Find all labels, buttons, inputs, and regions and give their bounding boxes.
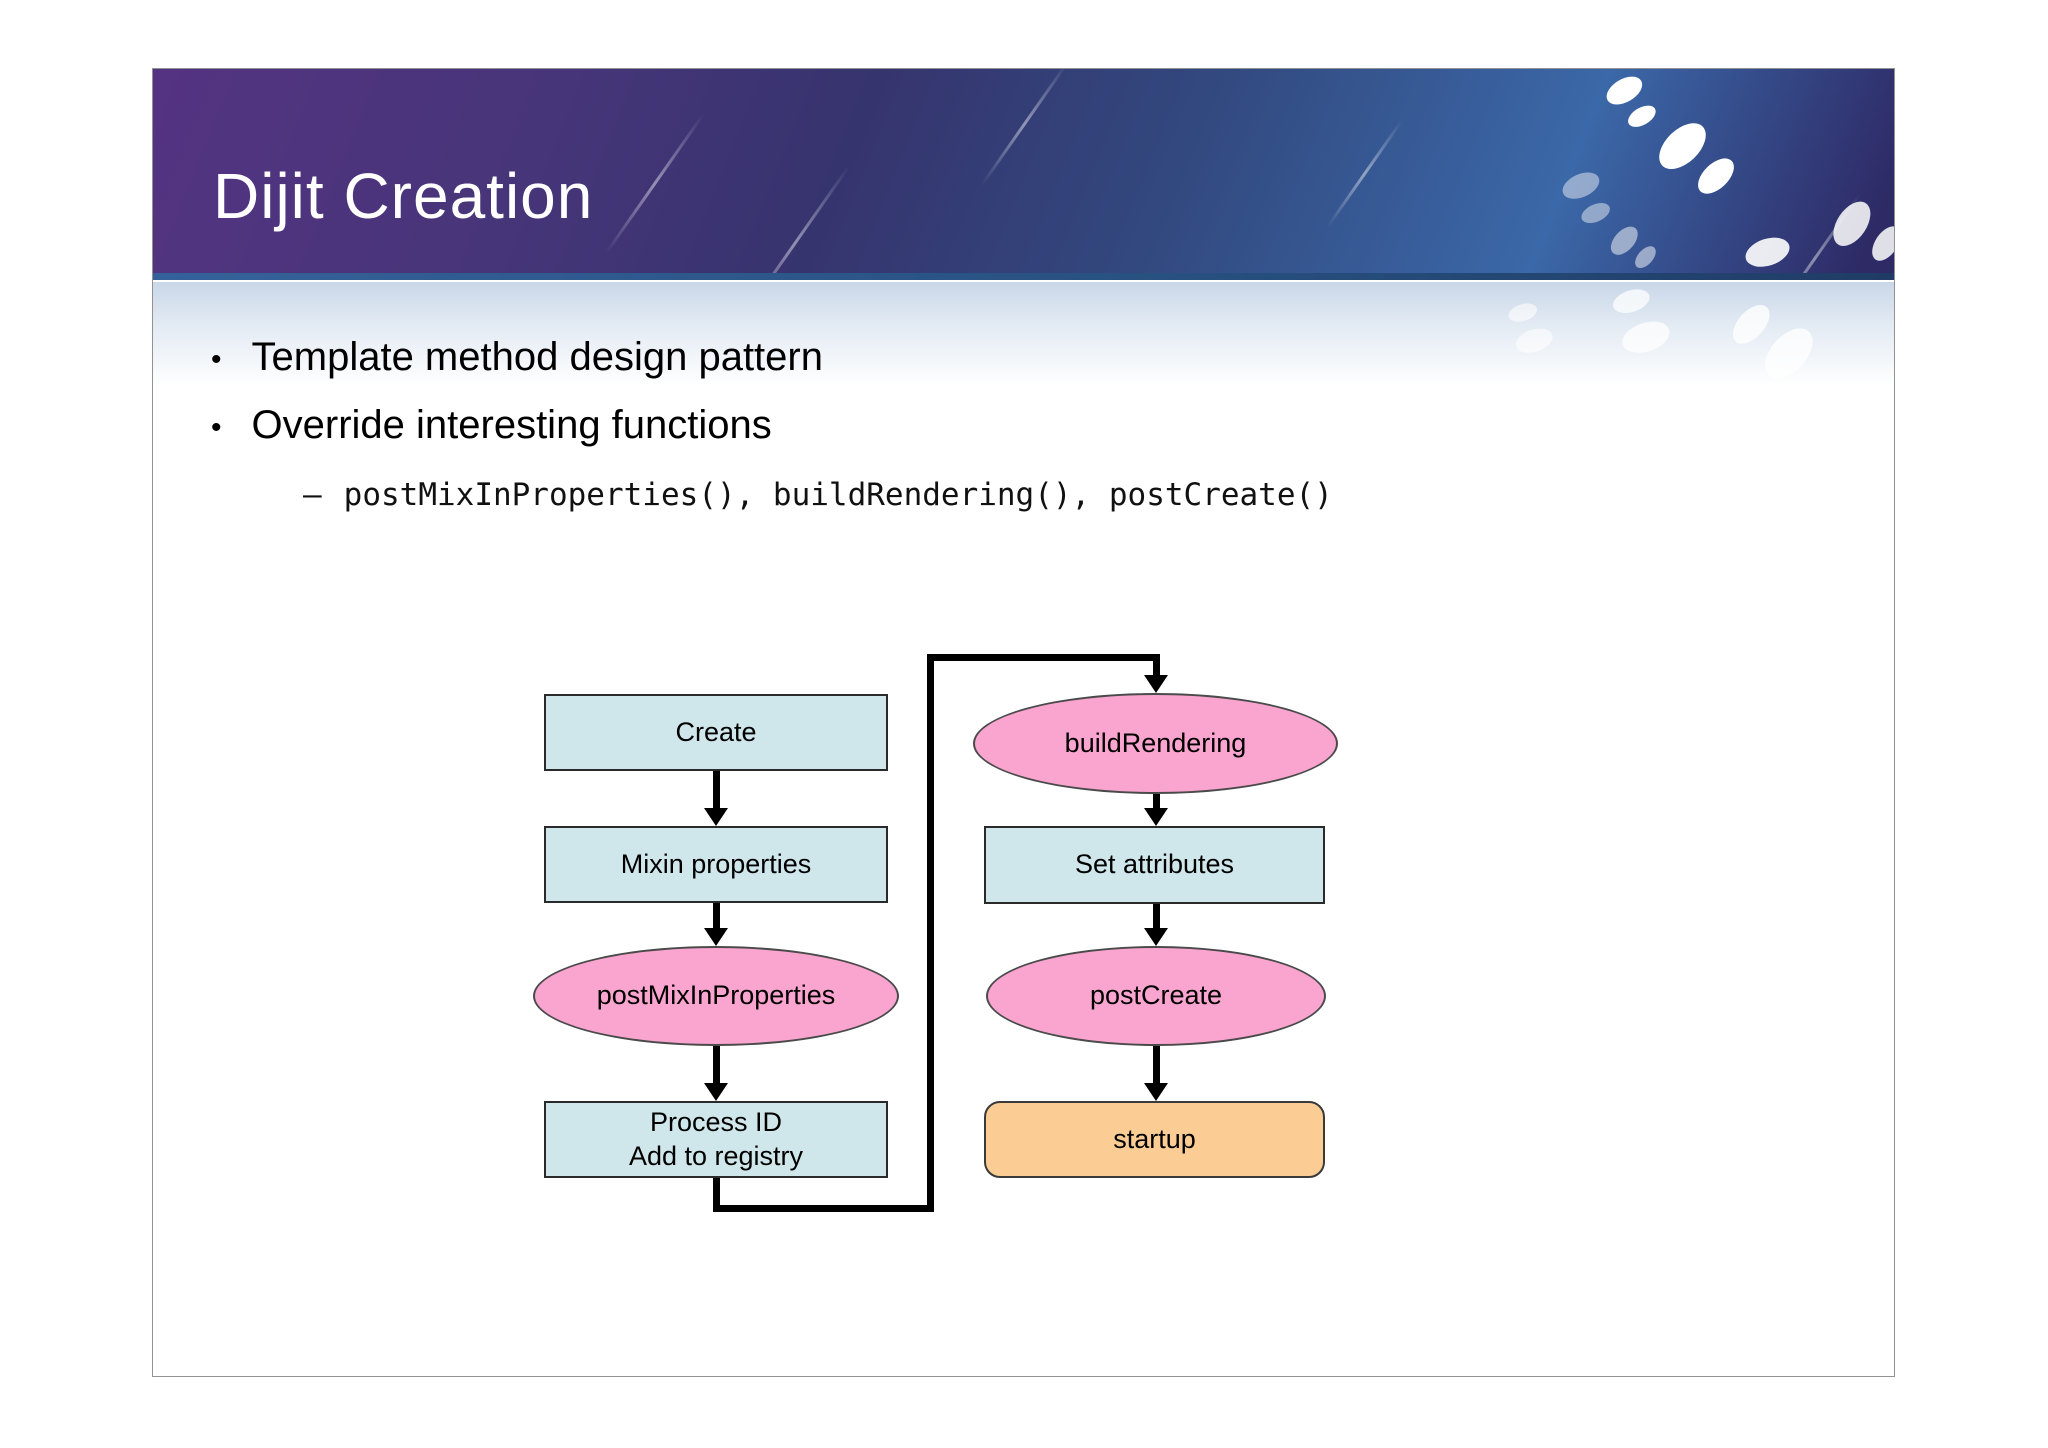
- flowchart: Create Mixin properties postMixInPropert…: [153, 69, 1894, 1376]
- flow-node-postcreate: postCreate: [986, 946, 1326, 1046]
- header-fade-band: [153, 282, 1894, 386]
- flow-node-startup: startup: [984, 1101, 1325, 1178]
- flow-node-mixin-properties: Mixin properties: [544, 826, 888, 903]
- arrow-mixin-to-postmixin: [704, 903, 728, 946]
- flow-node-postmixinproperties: postMixInProperties: [533, 946, 899, 1046]
- bullet-marker: •: [211, 342, 222, 376]
- arrow-postcreate-to-startup: [1144, 1046, 1168, 1101]
- bullet-item: • Override interesting functions: [211, 403, 772, 448]
- header-accent-strip: [153, 273, 1894, 280]
- flow-node-label: Set attributes: [1074, 849, 1235, 880]
- flow-node-set-attributes: Set attributes: [984, 826, 1325, 904]
- connector-top: [927, 654, 1160, 661]
- flow-node-label: buildRendering: [1064, 727, 1247, 758]
- flow-node-label: startup: [1113, 1123, 1196, 1154]
- flow-node-label: Create: [675, 716, 757, 747]
- bullet-text: Override interesting functions: [251, 403, 772, 447]
- bullet-text: Template method design pattern: [251, 335, 823, 379]
- sub-bullet-text: postMixInProperties(), buildRendering(),…: [343, 477, 1333, 513]
- flow-node-label: Process ID: [649, 1106, 783, 1137]
- bullet-marker: •: [211, 410, 222, 444]
- arrow-create-to-mixin: [704, 771, 728, 826]
- slide: Dijit Creation • Template method design …: [152, 68, 1895, 1377]
- connector-vertical: [927, 654, 934, 1212]
- connector-bottom: [713, 1205, 934, 1212]
- arrow-buildrendering-to-setattributes: [1144, 794, 1168, 826]
- bullet-item: • Template method design pattern: [211, 335, 823, 380]
- page-title: Dijit Creation: [213, 160, 594, 232]
- connector-stub: [713, 1178, 720, 1212]
- flow-node-label-line2: Add to registry: [628, 1140, 804, 1171]
- flow-node-create: Create: [544, 694, 888, 771]
- arrow-loop-to-buildrendering: [1144, 659, 1168, 693]
- arrow-postmixin-to-processid: [704, 1046, 728, 1101]
- flow-node-label: postCreate: [1089, 980, 1223, 1011]
- sub-bullet-dash: –: [303, 477, 322, 513]
- flow-node-label: postMixInProperties: [596, 980, 836, 1011]
- arrow-setattributes-to-postcreate: [1144, 904, 1168, 946]
- slide-header: Dijit Creation: [153, 69, 1894, 273]
- flow-node-label: Mixin properties: [620, 848, 812, 879]
- sub-bullet-code: – postMixInProperties(), buildRendering(…: [303, 477, 1333, 513]
- flow-node-buildrendering: buildRendering: [973, 693, 1338, 794]
- flow-node-process-id: Process ID Add to registry: [544, 1101, 888, 1178]
